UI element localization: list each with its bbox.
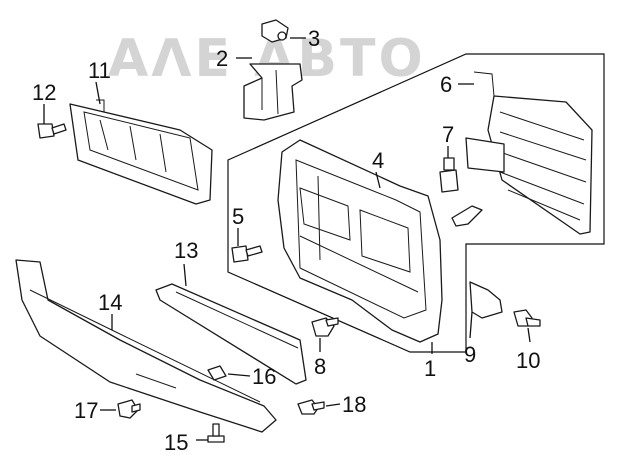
part-5-bolt (231, 245, 263, 263)
part-3-bolt (261, 19, 289, 43)
part-17-bolt (117, 399, 141, 419)
callout-1: 1 (424, 356, 436, 381)
part-9-bracket (469, 281, 503, 319)
callout-11: 11 (88, 58, 111, 83)
callout-16: 16 (252, 364, 276, 389)
part-7-sensor (439, 157, 459, 193)
leader-lines (43, 37, 531, 441)
callout-18: 18 (342, 392, 366, 417)
part-15-pin (207, 423, 225, 443)
part-6-air-shutter (465, 71, 593, 235)
callout-labels: 1 2 3 4 5 6 7 8 9 10 11 12 13 14 15 16 1… (32, 26, 540, 455)
shutter-clip (451, 205, 483, 227)
callout-10: 10 (516, 348, 540, 373)
callout-12: 12 (32, 80, 56, 105)
assembly-group-frame (227, 53, 605, 353)
callout-15: 15 (164, 430, 188, 455)
callout-17: 17 (74, 398, 98, 423)
callout-9: 9 (464, 342, 476, 367)
part-8-bolt (311, 317, 339, 337)
callout-13: 13 (174, 238, 198, 263)
part-10-bolt (513, 309, 541, 327)
part-18-bolt (297, 399, 325, 415)
part-4-radiator-support (277, 139, 443, 343)
callout-8: 8 (314, 354, 326, 379)
callout-7: 7 (442, 122, 454, 147)
part-2-bracket (243, 63, 303, 121)
callout-2: 2 (216, 46, 228, 71)
callout-14: 14 (98, 290, 122, 315)
part-16-clip (207, 365, 227, 381)
part-11-grille-bracket (69, 99, 213, 205)
callout-4: 4 (372, 148, 384, 173)
part-12-bolt (37, 123, 67, 139)
part-13-deflector (155, 283, 307, 385)
callout-6: 6 (440, 72, 452, 97)
callout-5: 5 (232, 204, 244, 229)
callout-3: 3 (308, 26, 320, 51)
